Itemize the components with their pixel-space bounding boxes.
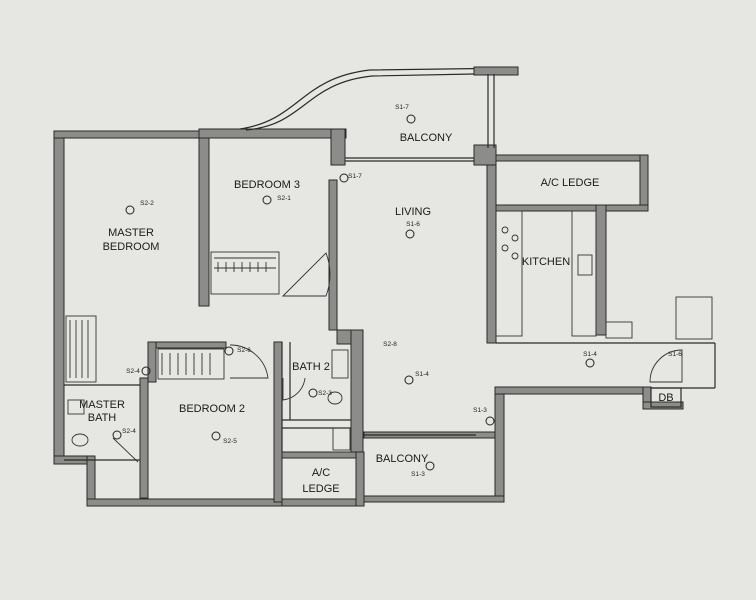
label-balcony-top: BALCONY [400, 132, 453, 144]
label-master-bedroom-1: MASTER [108, 227, 154, 239]
tag-s2-3: S2-3 [318, 390, 332, 397]
label-bedroom-3: BEDROOM 3 [234, 179, 300, 191]
tag-s1-7-door: S1-7 [348, 173, 362, 180]
label-living: LIVING [395, 206, 431, 218]
tag-s1-6-right: S1-6 [668, 351, 682, 358]
tag-s2-1: S2-1 [277, 195, 291, 202]
label-master-bath-2: BATH [88, 412, 117, 424]
tag-s2-6: S2-6 [237, 347, 251, 354]
fixture-tags: S2-2 S2-1 S1-7 S1-7 S1-6 S2-6 S2-4 S2-4 … [122, 104, 682, 478]
tag-s2-8: S2-8 [383, 341, 397, 348]
label-balcony-bottom: BALCONY [376, 453, 429, 465]
label-bedroom-2: BEDROOM 2 [179, 403, 245, 415]
tag-s1-4-kitchen: S1-4 [583, 351, 597, 358]
light-markers [112, 114, 595, 471]
tag-s2-4-b: S2-4 [122, 428, 136, 435]
tag-s2-4-a: S2-4 [126, 368, 140, 375]
label-bath-2: BATH 2 [292, 361, 330, 373]
tag-s1-3-a: S1-3 [411, 471, 425, 478]
tag-s1-6: S1-6 [406, 221, 420, 228]
fixtures [65, 210, 713, 451]
thin-walls [64, 66, 716, 461]
label-ac-ledge-bottom-2: LEDGE [302, 483, 339, 495]
tag-s1-4: S1-4 [415, 371, 429, 378]
room-labels: MASTER BEDROOM BEDROOM 3 BEDROOM 2 MASTE… [79, 132, 674, 495]
tag-s2-2: S2-2 [140, 200, 154, 207]
label-kitchen: KITCHEN [522, 256, 570, 268]
tag-s2-5: S2-5 [223, 438, 237, 445]
tag-s1-3-b: S1-3 [473, 407, 487, 414]
label-master-bath-1: MASTER [79, 399, 125, 411]
tag-s1-7-balcony: S1-7 [395, 104, 409, 111]
label-db: DB [658, 392, 673, 404]
label-master-bedroom-2: BEDROOM [103, 241, 160, 253]
label-ac-ledge-bottom-1: A/C [312, 467, 330, 479]
label-ac-ledge-top: A/C LEDGE [541, 177, 600, 189]
doors [112, 252, 683, 463]
